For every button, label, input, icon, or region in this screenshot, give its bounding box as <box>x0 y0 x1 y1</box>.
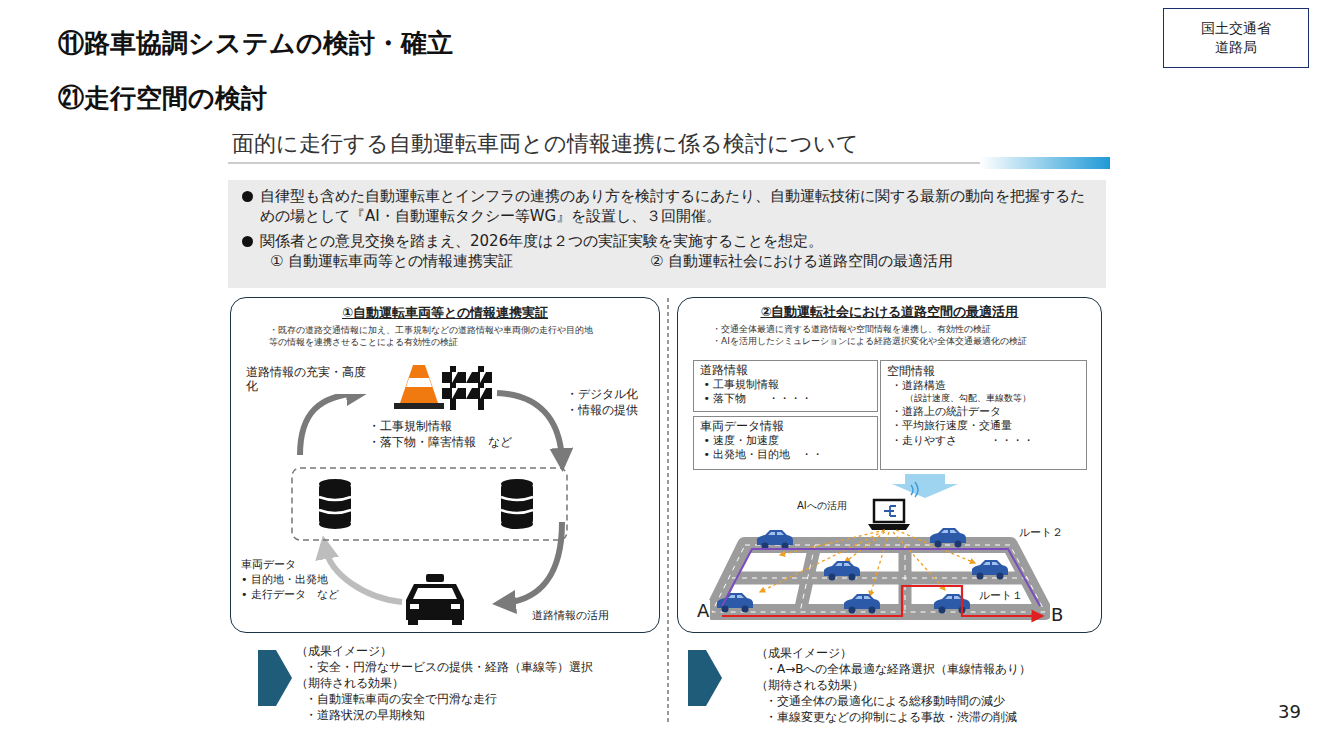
result-heading: （成果イメージ） <box>296 644 392 658</box>
box-heading: 道路情報 <box>700 363 871 379</box>
box-item: • 落下物 ・・・・ <box>700 392 871 406</box>
box-item: • 出発地・目的地 ・・ <box>700 448 871 462</box>
summary-band: 自律型も含めた自動運転車とインフラの連携のあり方を検討するにあたり、自動運転技術… <box>228 180 1106 288</box>
point-label: A <box>696 600 710 622</box>
space-info-box: 空間情報・道路構造（設計速度、勾配、車線数等）・道路上の統計データ・平均旅行速度… <box>880 360 1087 470</box>
result-item: ・安全・円滑なサービスの提供・経路（車線等）選択 <box>305 660 593 674</box>
route-2-line <box>722 549 1040 606</box>
result-item: ・自動運転車両の安全で円滑な走行 <box>305 692 497 706</box>
box-item: • 速度・加速度 <box>700 434 871 448</box>
cycle-label: ・工事規制情報 <box>367 419 453 433</box>
slide-title: ⑪路車協調システムの検討・確立 <box>58 28 453 59</box>
point-label: B <box>1050 604 1064 626</box>
cycle-label: 車両データ <box>240 558 297 571</box>
laptop-icon <box>868 482 918 530</box>
cycle-label: 道路情報の活用 <box>531 609 610 622</box>
panel-heading: ②自動運転社会における道路空間の最適活用 <box>688 303 1091 321</box>
down-arrow <box>892 474 958 498</box>
panel-note: ・AIを活用したシミュレーションによる経路選択変化や全体交通最適化の検証 <box>688 336 1072 348</box>
panel-heading: ①自動運転車両等との情報連携実証 <box>241 304 649 322</box>
box-heading: 車両データ情報 <box>700 419 871 435</box>
cycle-label: • 目的地・出発地 <box>240 573 329 586</box>
barricade-icon <box>442 366 492 410</box>
bullet-dot <box>242 191 253 202</box>
bullet-dot <box>242 236 253 247</box>
traffic-cone-icon <box>394 365 444 409</box>
right-panel: ②自動運転社会における道路空間の最適活用・交通全体最適に資する道路情報や空間情報… <box>677 297 1102 633</box>
callout-label: AIへの活用 <box>796 500 848 512</box>
box-item: （設計速度、勾配、車線数等） <box>887 393 1080 405</box>
cycle-label: ・情報の提供 <box>565 403 639 417</box>
cycle-arrows <box>300 393 562 603</box>
database-group <box>292 468 567 540</box>
cycle-label: • 走行データ など <box>240 588 340 601</box>
item-text: ① 自動運転車両等との情報連携実証 <box>270 251 650 271</box>
box-heading: 空間情報 <box>887 364 1080 380</box>
subtitle: ㉑走行空間の検討 <box>58 83 267 114</box>
result-heading: （期待される効果） <box>756 678 864 692</box>
panel-note: ・既存の道路交通情報に加え、工事規制などの道路情報や車両側の走行や目的地等の情報… <box>241 325 599 348</box>
box-item: ・走りやすさ ・・・・ <box>887 434 1080 448</box>
bullet-text: 自律型も含めた自動運転車とインフラの連携のあり方を検討するにあたり、自動運転技術… <box>236 186 1092 227</box>
cars <box>717 528 1008 614</box>
road-info-box: 道路情報• 工事規制情報• 落下物 ・・・・ <box>693 360 878 412</box>
taxi-icon <box>406 574 464 625</box>
divider-line <box>667 298 668 722</box>
route-1-line <box>722 586 1042 616</box>
panel-note: ・交通全体最適に資する道路情報や空間情報を連携し、有効性の検証 <box>688 324 1072 336</box>
result-arrows <box>258 650 722 706</box>
box-item: ・道路構造 <box>887 379 1080 393</box>
box-item: ・平均旅行速度・交通量 <box>887 419 1080 433</box>
agency-box: 国土交通省 道路局 <box>1163 8 1309 68</box>
heading-underline <box>228 157 1110 169</box>
result-heading: （期待される効果） <box>296 676 404 690</box>
bullet-text: 関係者との意見交換を踏まえ、2026年度は２つの実証実験を実施することを想定。 <box>236 231 1092 251</box>
section-heading: 面的に走行する自動運転車両との情報連携に係る検討について <box>232 131 859 157</box>
cycle-label: 道路情報の充実・高度化 <box>245 365 372 394</box>
item-text: ② 自動運転社会における道路空間の最適活用 <box>650 251 953 271</box>
box-item: ・道路上の統計データ <box>887 405 1080 419</box>
cycle-label: ・デジタル化 <box>565 387 639 401</box>
result-item: ・道路状況の早期検知 <box>305 708 425 722</box>
result-heading: （成果イメージ） <box>756 646 852 660</box>
route-label: ルート１ <box>978 589 1024 602</box>
result-item: ・車線変更などの抑制による事故・渋滞の削減 <box>765 710 1017 724</box>
route-label: ルート２ <box>1018 526 1064 539</box>
vehicle-data-box: 車両データ情報• 速度・加速度• 出発地・目的地 ・・ <box>693 416 878 470</box>
agency-name: 国土交通省 道路局 <box>1184 19 1288 57</box>
result-item: ・A→Bへの全体最適な経路選択（車線情報あり） <box>765 662 1032 676</box>
box-item: • 工事規制情報 <box>700 378 871 392</box>
cycle-label: ・落下物・障害情報 など <box>367 435 513 449</box>
page-number: 39 <box>1278 701 1301 723</box>
result-item: ・交通全体の最適化による総移動時間の減少 <box>765 694 1005 708</box>
